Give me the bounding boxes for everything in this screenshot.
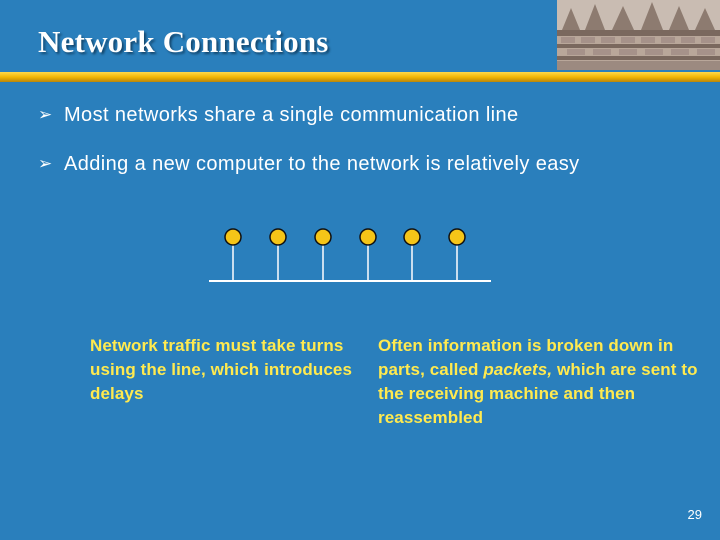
bus-network-diagram <box>209 228 491 282</box>
page-number: 29 <box>687 507 702 522</box>
arrow-bullet-icon: ➢ <box>38 105 53 125</box>
packets-emphasis: packets, <box>483 360 553 379</box>
network-node <box>448 228 466 281</box>
note-text: Network traffic must take turns using th… <box>90 336 353 403</box>
arrow-bullet-icon: ➢ <box>38 154 53 174</box>
network-node <box>359 228 377 281</box>
bullet-text: Most networks share a single communicati… <box>64 104 519 126</box>
traffic-note: Network traffic must take turns using th… <box>90 334 360 406</box>
bullet-item: ➢ Adding a new computer to the network i… <box>38 150 678 178</box>
bullet-item: ➢ Most networks share a single communica… <box>38 101 678 129</box>
network-node <box>224 228 242 281</box>
packets-note: Often information is broken down in part… <box>378 334 698 430</box>
slide-title: Network Connections <box>38 24 329 59</box>
network-node <box>314 228 332 281</box>
temple-banner-image <box>557 0 720 70</box>
network-node <box>269 228 287 281</box>
network-node <box>403 228 421 281</box>
title-underline-rule <box>0 72 720 82</box>
note-text: which are sent to the receiving machine … <box>378 360 698 427</box>
bullet-text: Adding a new computer to the network is … <box>64 153 580 175</box>
note-text: Often information is broken down in part… <box>378 336 674 379</box>
